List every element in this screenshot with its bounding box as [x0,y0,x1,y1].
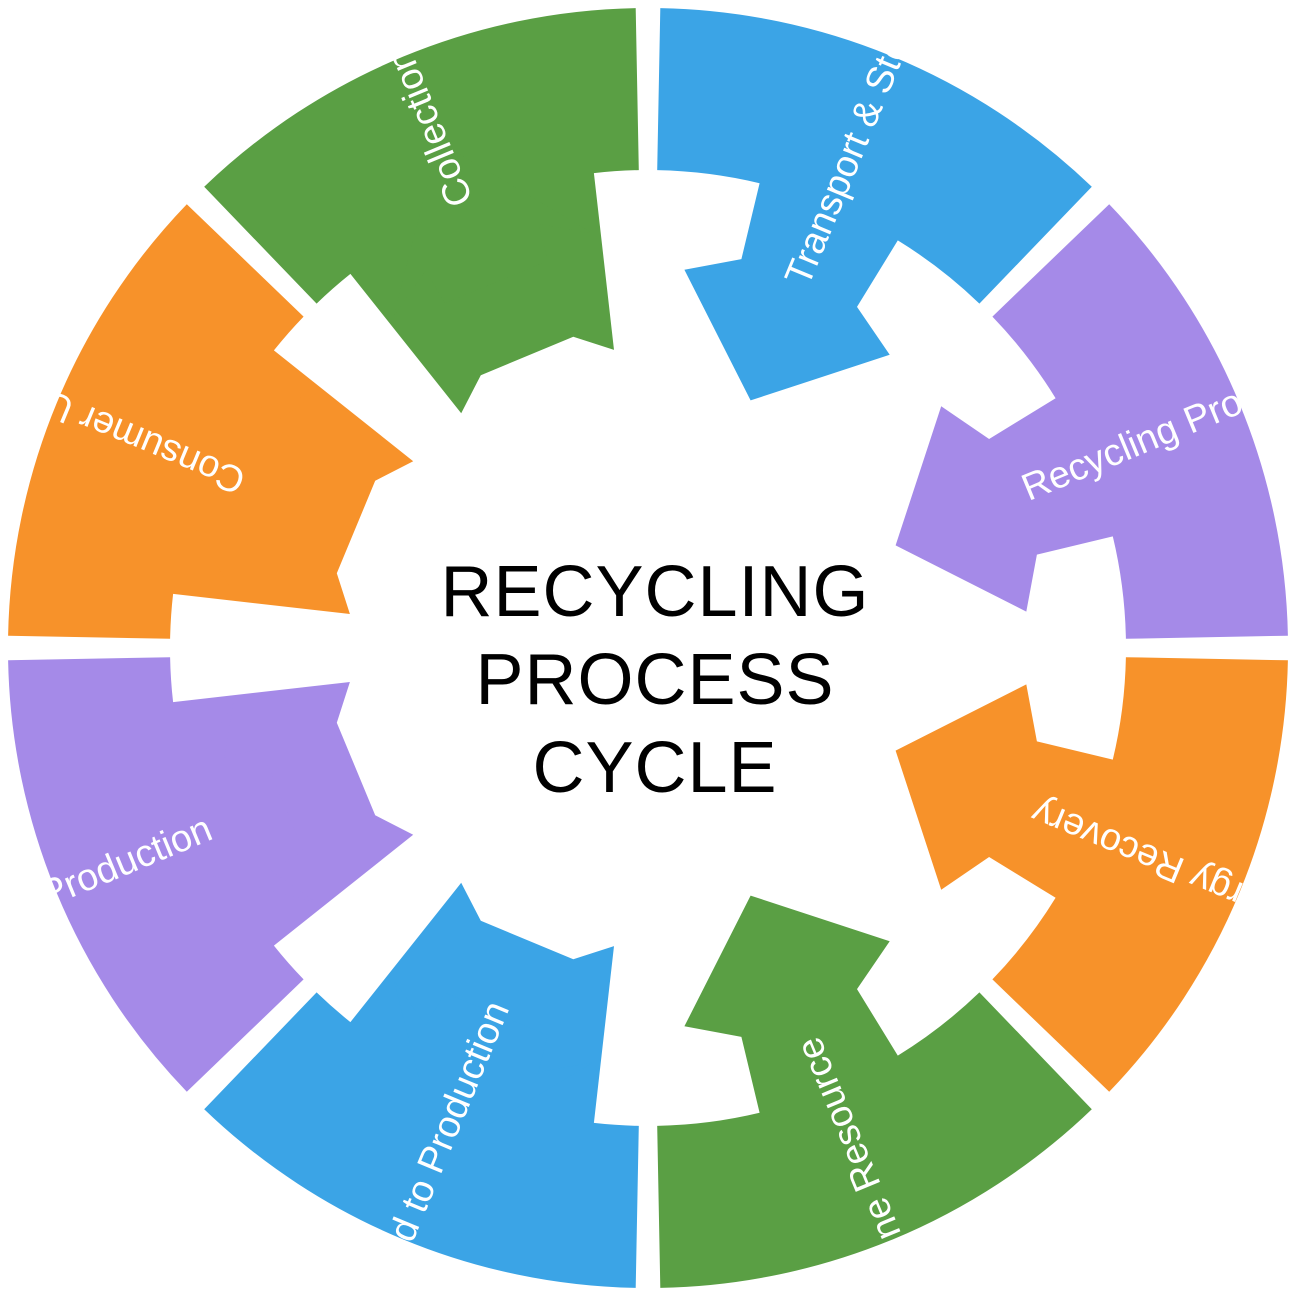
center-title-line-1: RECYCLING [440,552,870,632]
center-title-line-3: CYCLE [532,728,778,808]
center-title-line-2: PROCESS [475,640,835,720]
segment-6-arrow [141,702,317,903]
segment-4 [657,895,1092,1288]
segment-7-arrow [141,393,317,594]
segment-5-arrow [393,979,594,1155]
segment-3 [895,657,1288,1092]
center-title: RECYCLING PROCESS CYCLE [350,548,960,812]
segment-1 [657,8,1092,401]
segment-8-arrow [393,141,594,317]
segment-2 [895,204,1288,639]
